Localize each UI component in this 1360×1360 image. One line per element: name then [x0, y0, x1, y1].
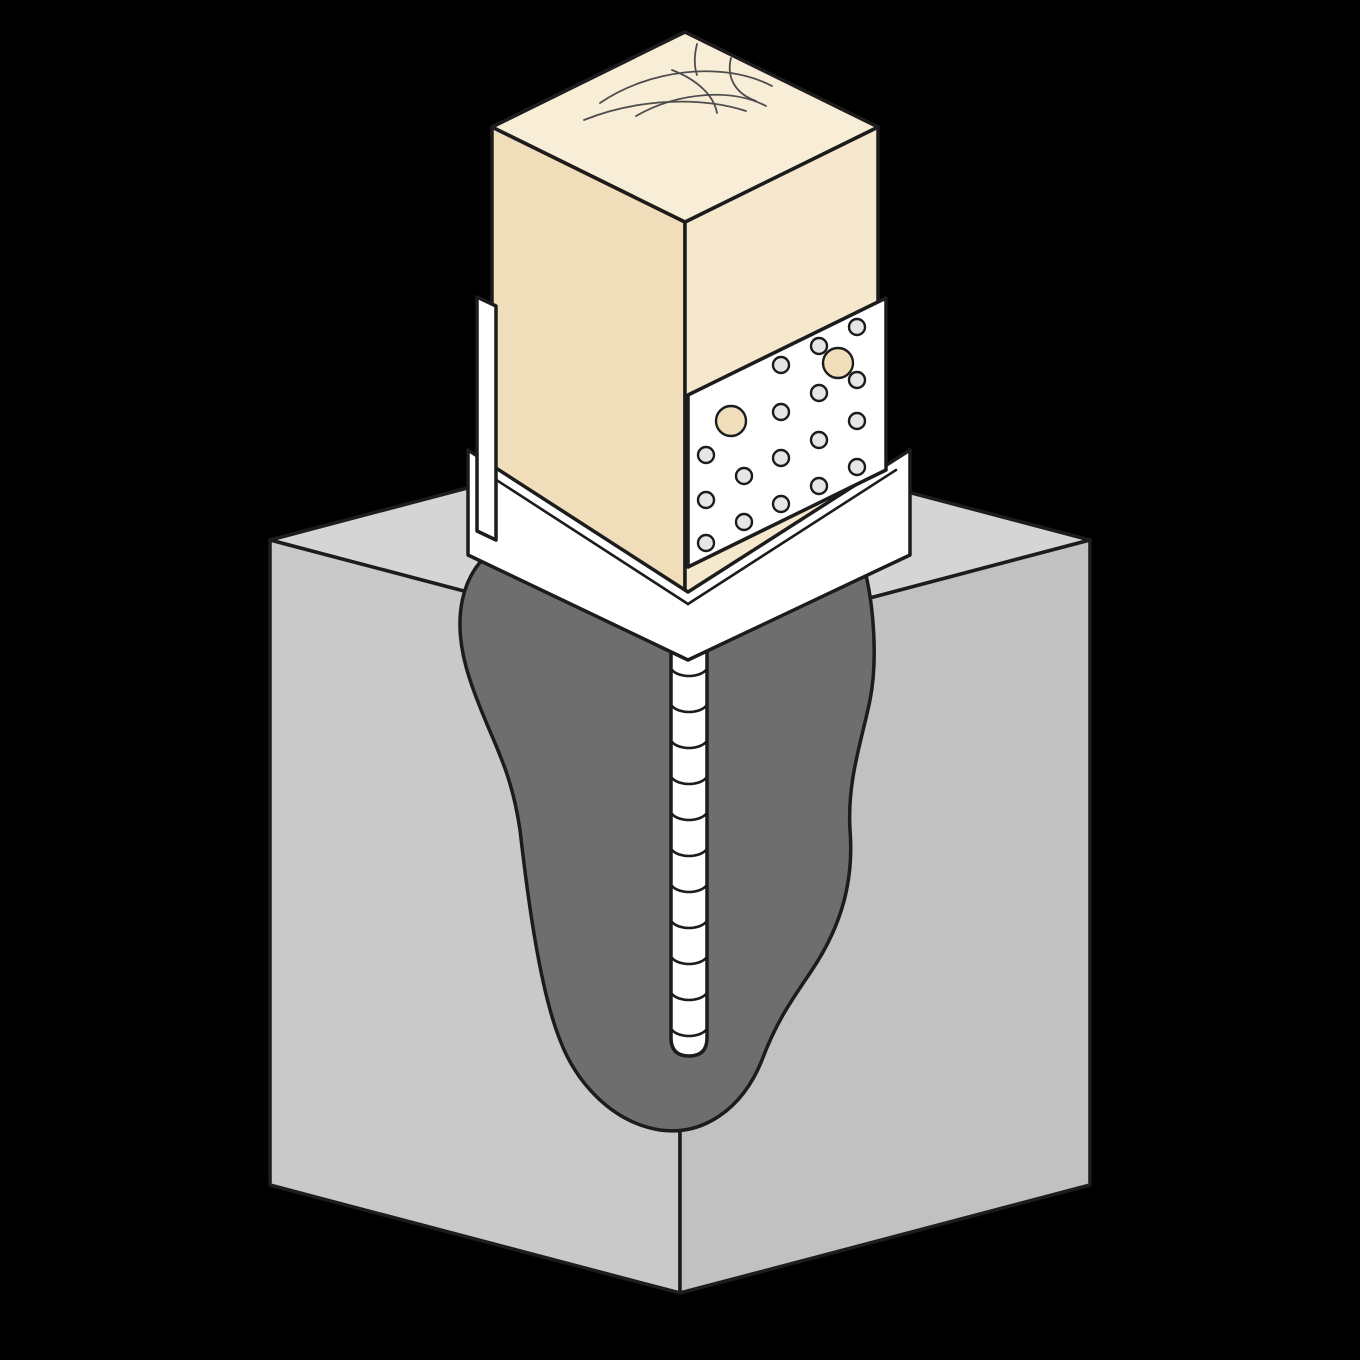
plate-hole: [847, 317, 867, 337]
rod-rib: [670, 848, 708, 858]
cutaway-hole: [458, 540, 876, 1133]
rod-rib: [670, 1028, 708, 1038]
plate-bolt-hole: [821, 346, 855, 380]
plate-hole: [734, 512, 754, 532]
rod-rib: [670, 668, 708, 678]
plate-hole: [696, 445, 716, 465]
post-top-face: [490, 30, 880, 224]
rod-rib: [670, 776, 708, 786]
plate-bolt-holes: [714, 346, 855, 438]
grain-line: [583, 100, 747, 121]
plate-hole: [809, 383, 829, 403]
bracket-skirt: [466, 448, 912, 662]
bracket-side-plate: [475, 295, 498, 542]
plate-bolt-hole: [714, 404, 748, 438]
anchor-rod-ribs: [670, 668, 708, 1038]
grain-line: [671, 69, 718, 114]
anchor-rod-body: [669, 598, 709, 1058]
rod-rib: [670, 956, 708, 966]
rod-rib: [670, 812, 708, 822]
plate-hole: [734, 466, 754, 486]
bracket-skirt-fold-right: [686, 468, 898, 606]
rod-rib: [670, 884, 708, 894]
plate-hole: [847, 370, 867, 390]
plate-hole: [847, 411, 867, 431]
plate-hole: [809, 476, 829, 496]
grain-line: [599, 70, 773, 104]
rod-rib: [670, 740, 708, 750]
bracket-skirt-fold-left: [479, 468, 690, 606]
plate-hole: [809, 430, 829, 450]
grain-line: [693, 43, 698, 76]
plate-hole: [771, 402, 791, 422]
plate-hole: [696, 533, 716, 553]
plate-hole: [771, 355, 791, 375]
plate-hole: [771, 494, 791, 514]
plate-hole: [809, 336, 829, 356]
plate-hole: [771, 448, 791, 468]
rod-rib: [670, 704, 708, 714]
rod-rib: [670, 992, 708, 1002]
grain-line: [728, 57, 757, 102]
wood-grain: [583, 43, 773, 121]
rod-rib: [670, 920, 708, 930]
plate-hole: [847, 457, 867, 477]
plate-hole: [696, 490, 716, 510]
post-base-bracket: [466, 295, 912, 662]
plate-small-holes: [696, 317, 867, 553]
anchor-rod: [669, 598, 709, 1058]
